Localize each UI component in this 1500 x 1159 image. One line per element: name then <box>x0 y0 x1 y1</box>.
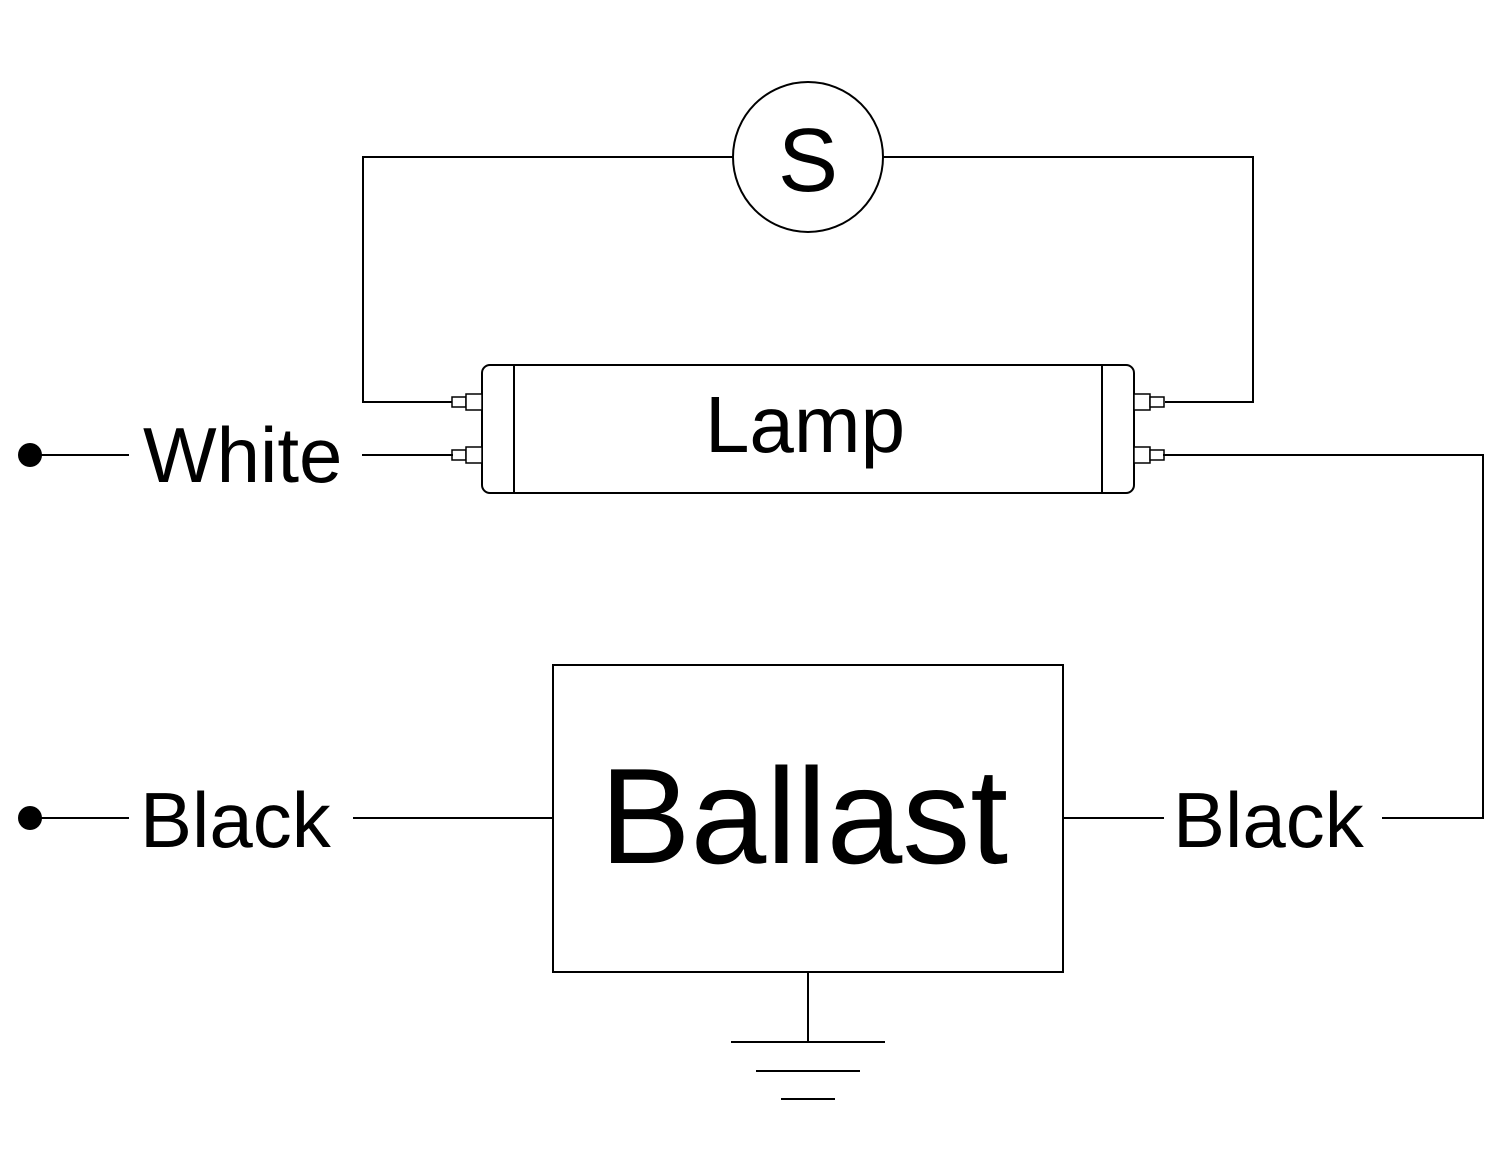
starter-circle <box>732 81 884 233</box>
white-wire-label: White <box>143 411 342 499</box>
lamp-pin-left-top <box>451 393 483 411</box>
black-wire-label-right: Black <box>1173 776 1365 864</box>
lamp-pin-left-bottom <box>451 446 483 464</box>
starter: S <box>732 81 884 233</box>
lamp-tube <box>481 364 1135 494</box>
starter-loop-wire <box>362 156 1254 403</box>
lamp-pin-right-bottom <box>1133 446 1165 464</box>
ballast-label: Ballast <box>600 740 1008 892</box>
ballast: Ballast <box>552 664 1064 973</box>
black-wire-label-left: Black <box>140 776 332 864</box>
ballast-box <box>552 664 1064 973</box>
black-wire-left: Black <box>18 776 554 864</box>
white-wire: White <box>18 411 453 499</box>
lamp-pin-right-top <box>1133 393 1165 411</box>
ground-symbol-icon <box>731 971 885 1100</box>
lamp-to-ballast-black-wire: Black <box>1062 454 1484 864</box>
starter-label: S <box>778 111 838 211</box>
lamp: Lamp <box>451 364 1165 494</box>
lamp-label: Lamp <box>705 380 905 469</box>
